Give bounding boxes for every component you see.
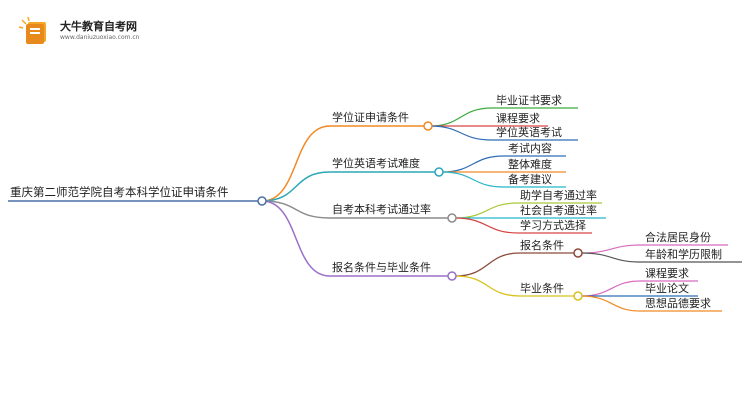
s2-child-3: 思想品德要求	[645, 296, 711, 310]
edge-b3-c3	[454, 217, 592, 234]
edge-b2-c3	[441, 171, 566, 188]
book-logo-icon	[18, 16, 46, 44]
branch-3-label: 自考本科考试通过率	[332, 202, 431, 216]
branch-1-node-dot[interactable]	[423, 121, 433, 131]
b1-child-2: 课程要求	[496, 112, 540, 125]
sub-branch-2-node-dot[interactable]	[573, 291, 583, 301]
branch-4-label: 报名条件与毕业条件	[332, 260, 431, 274]
sub-branch-2-label: 毕业条件	[520, 281, 564, 295]
branch-3-node-dot[interactable]	[447, 213, 457, 223]
b3-child-1: 助学自考通过率	[520, 188, 597, 202]
b1-child-1: 毕业证书要求	[496, 94, 562, 107]
b2-child-3: 备考建议	[508, 172, 552, 186]
edge-b1-c1	[429, 107, 578, 127]
edge-s1-c2	[580, 252, 742, 263]
edge-root-branch-1	[261, 125, 425, 202]
s2-child-1: 课程要求	[645, 267, 689, 280]
edge-s2-c3	[580, 295, 722, 312]
edge-root-branch-3	[261, 200, 450, 219]
s2-child-2: 毕业论文	[645, 281, 689, 295]
logo: 大牛教育自考网 www.daniuzuoxiao.com.cn	[18, 16, 139, 46]
branch-1-label: 学位证申请条件	[332, 110, 409, 124]
b2-child-2: 整体难度	[508, 157, 552, 171]
edge-s1-c1	[580, 244, 728, 254]
root-node-dot[interactable]	[257, 196, 267, 206]
edge-b1-c3	[429, 125, 578, 141]
s1-child-2: 年龄和学历限制	[645, 247, 722, 261]
logo-url: www.daniuzuoxiao.com.cn	[60, 34, 140, 41]
b3-child-2: 社会自考通过率	[520, 203, 597, 217]
b3-child-3: 学习方式选择	[520, 218, 586, 232]
sub-branch-1-node-dot[interactable]	[573, 248, 583, 258]
branch-4-node-dot[interactable]	[447, 271, 457, 281]
logo-name: 大牛教育自考网	[60, 20, 137, 33]
b2-child-1: 考试内容	[508, 141, 552, 155]
b1-child-3: 学位英语考试	[496, 125, 562, 139]
edge-root-branch-4	[261, 200, 450, 277]
s1-child-1: 合法居民身份	[645, 230, 711, 244]
edge-b4-s1	[454, 252, 576, 277]
branch-2-node-dot[interactable]	[434, 167, 444, 177]
root-label: 重庆第二师范学院自考本科学位证申请条件	[10, 185, 229, 199]
branch-2-label: 学位英语考试难度	[332, 156, 420, 170]
edge-b4-s2	[454, 275, 576, 297]
sub-branch-1-label: 报名条件	[520, 238, 564, 252]
edge-root-branch-2	[261, 171, 437, 202]
